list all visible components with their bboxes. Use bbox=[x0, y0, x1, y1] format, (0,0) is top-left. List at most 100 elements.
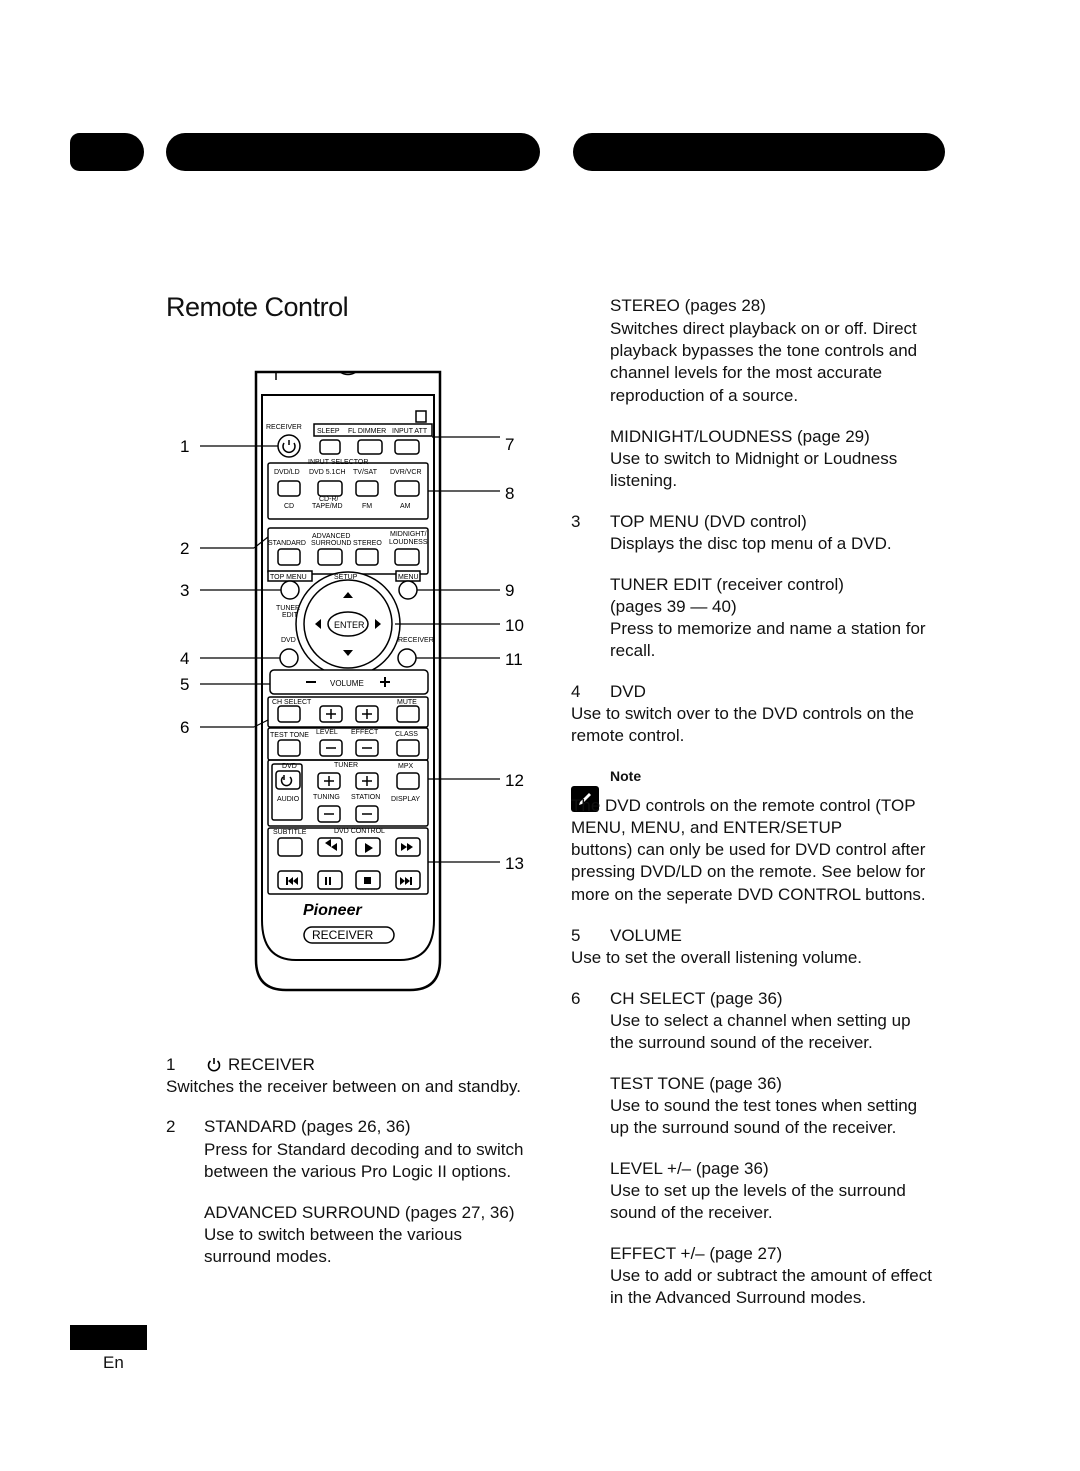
s1-body: Switches the receiver between on and sta… bbox=[166, 1077, 522, 1096]
lbl-fm: FM bbox=[362, 503, 372, 510]
callout-4: 4 bbox=[180, 649, 189, 668]
lbl-audio: AUDIO bbox=[277, 796, 300, 803]
callout-1: 1 bbox=[180, 437, 189, 456]
adv-body-2: surround modes. bbox=[204, 1247, 332, 1266]
callout-10: 10 bbox=[505, 616, 524, 635]
lbl-level: LEVEL bbox=[316, 729, 338, 736]
callout-2: 2 bbox=[180, 539, 189, 558]
effect-body-2: in the Advanced Surround modes. bbox=[610, 1288, 867, 1307]
lbl-midnight: MIDNIGHT/ bbox=[390, 531, 427, 538]
tuner-body-1: Press to memorize and name a station for bbox=[610, 619, 926, 638]
note-body-3: buttons) can only be used for DVD contro… bbox=[571, 840, 926, 859]
s4-head: DVD bbox=[610, 682, 646, 701]
lbl-display: DISPLAY bbox=[391, 796, 420, 803]
remote-illustration: RECEIVER SLEEP FL DIMMER INPUT ATT INPUT… bbox=[180, 370, 524, 992]
note-icon bbox=[571, 786, 599, 812]
stereo-body-2: playback bypasses the tone controls and bbox=[610, 341, 918, 360]
lbl-am: AM bbox=[400, 503, 411, 510]
note-body-5: more on the seperate DVD CONTROL buttons… bbox=[571, 885, 926, 904]
lbl-receiver-small: RECEIVER bbox=[398, 637, 434, 644]
s5-body: Use to set the overall listening volume. bbox=[571, 948, 863, 967]
lbl-advanced: ADVANCED bbox=[312, 533, 350, 540]
lbl-cdr: CD-R/ bbox=[319, 496, 338, 503]
midnight-body-1: Use to switch to Midnight or Loudness bbox=[610, 449, 898, 468]
lbl-input-att: INPUT ATT bbox=[392, 428, 428, 435]
adv-body-1: Use to switch between the various bbox=[204, 1225, 462, 1244]
tuner-head: TUNER EDIT (receiver control) bbox=[610, 575, 844, 594]
lbl-standard: STANDARD bbox=[268, 540, 306, 547]
s6-head: CH SELECT (page 36) bbox=[610, 989, 783, 1008]
callout-9: 9 bbox=[505, 581, 514, 600]
callout-7: 7 bbox=[505, 435, 514, 454]
tuner-pages: (pages 39 — 40) bbox=[610, 597, 737, 616]
s2-body-1: Press for Standard decoding and to switc… bbox=[204, 1140, 524, 1159]
stereo-body-3: channel levels for the most accurate bbox=[610, 363, 883, 382]
test-body-1: Use to sound the test tones when setting bbox=[610, 1096, 918, 1115]
lbl-tv-sat: TV/SAT bbox=[353, 469, 378, 476]
s6-num: 6 bbox=[571, 989, 581, 1008]
s2-num: 2 bbox=[166, 1117, 176, 1136]
s2-head: STANDARD (pages 26, 36) bbox=[204, 1117, 411, 1136]
lbl-tuner: TUNER bbox=[276, 605, 300, 612]
lbl-receiver: RECEIVER bbox=[266, 424, 302, 431]
power-icon bbox=[207, 1058, 221, 1072]
callout-12: 12 bbox=[505, 771, 524, 790]
lbl-class: CLASS bbox=[395, 731, 418, 738]
brand-logo: Pioneer bbox=[303, 902, 362, 919]
stereo-body-1: Switches direct playback on or off. Dire… bbox=[610, 319, 917, 338]
lbl-tuning: TUNING bbox=[313, 794, 340, 801]
s4-body-2: remote control. bbox=[571, 726, 685, 745]
tuner-body-2: recall. bbox=[610, 641, 656, 660]
midnight-body-2: listening. bbox=[610, 471, 678, 490]
stereo-body-4: reproduction of a source. bbox=[610, 386, 799, 405]
s2-body-2: between the various Pro Logic II options… bbox=[204, 1162, 512, 1181]
s3-head: TOP MENU (DVD control) bbox=[610, 512, 807, 531]
lbl-mute: MUTE bbox=[397, 699, 417, 706]
level-head: LEVEL +/– (page 36) bbox=[610, 1159, 769, 1178]
effect-body-1: Use to add or subtract the amount of eff… bbox=[610, 1266, 932, 1285]
lbl-loudness: LOUDNESS bbox=[389, 539, 428, 546]
lbl-dvd-ld: DVD/LD bbox=[274, 469, 300, 476]
adv-head: ADVANCED SURROUND (pages 27, 36) bbox=[204, 1203, 515, 1222]
level-body-1: Use to set up the levels of the surround bbox=[610, 1181, 906, 1200]
lbl-tape-md: TAPE/MD bbox=[312, 503, 343, 510]
lbl-top-menu: TOP MENU bbox=[270, 574, 307, 581]
s6-body-1: Use to select a channel when setting up bbox=[610, 1011, 911, 1030]
callout-5: 5 bbox=[180, 675, 189, 694]
s3-body: Displays the disc top menu of a DVD. bbox=[610, 534, 892, 553]
lbl-test-tone: TEST TONE bbox=[270, 732, 309, 739]
lbl-bottom-receiver: RECEIVER bbox=[312, 928, 374, 942]
callout-6: 6 bbox=[180, 718, 189, 737]
lbl-dvd51: DVD 5.1CH bbox=[309, 469, 346, 476]
lbl-ch-select: CH SELECT bbox=[272, 699, 312, 706]
note-body-1: The DVD controls on the remote control (… bbox=[571, 796, 916, 815]
callout-8: 8 bbox=[505, 484, 514, 503]
lbl-input-selector: INPUT SELECTOR bbox=[308, 459, 368, 466]
lbl-surround: SURROUND bbox=[311, 540, 351, 547]
lbl-setup: SETUP bbox=[334, 574, 358, 581]
lbl-stereo: STEREO bbox=[353, 540, 382, 547]
page-title: Remote Control bbox=[166, 292, 349, 322]
lbl-tuner2: TUNER bbox=[334, 762, 358, 769]
s3-num: 3 bbox=[571, 512, 581, 531]
lbl-subtitle: SUBTITLE bbox=[273, 829, 307, 836]
lbl-dvd2: DVD bbox=[282, 763, 297, 770]
callout-3: 3 bbox=[180, 581, 189, 600]
s4-num: 4 bbox=[571, 682, 581, 701]
lbl-dvd: DVD bbox=[281, 637, 296, 644]
lbl-sleep: SLEEP bbox=[317, 428, 340, 435]
page-number-box bbox=[70, 1325, 147, 1350]
midnight-head: MIDNIGHT/LOUDNESS (page 29) bbox=[610, 427, 870, 446]
test-body-2: up the surround sound of the receiver. bbox=[610, 1118, 897, 1137]
lbl-dvr-vcr: DVR/VCR bbox=[390, 469, 422, 476]
s1-num: 1 bbox=[166, 1055, 176, 1074]
lbl-dvd-control: DVD CONTROL bbox=[334, 828, 385, 835]
s6-body-2: the surround sound of the receiver. bbox=[610, 1033, 873, 1052]
lbl-mpx: MPX bbox=[398, 763, 414, 770]
callout-11: 11 bbox=[505, 650, 523, 669]
header-bar-middle bbox=[166, 133, 540, 171]
s5-head: VOLUME bbox=[610, 926, 682, 945]
test-head: TEST TONE (page 36) bbox=[610, 1074, 782, 1093]
note-body-4: pressing DVD/LD on the remote. See below… bbox=[571, 862, 926, 881]
lbl-station: STATION bbox=[351, 794, 380, 801]
